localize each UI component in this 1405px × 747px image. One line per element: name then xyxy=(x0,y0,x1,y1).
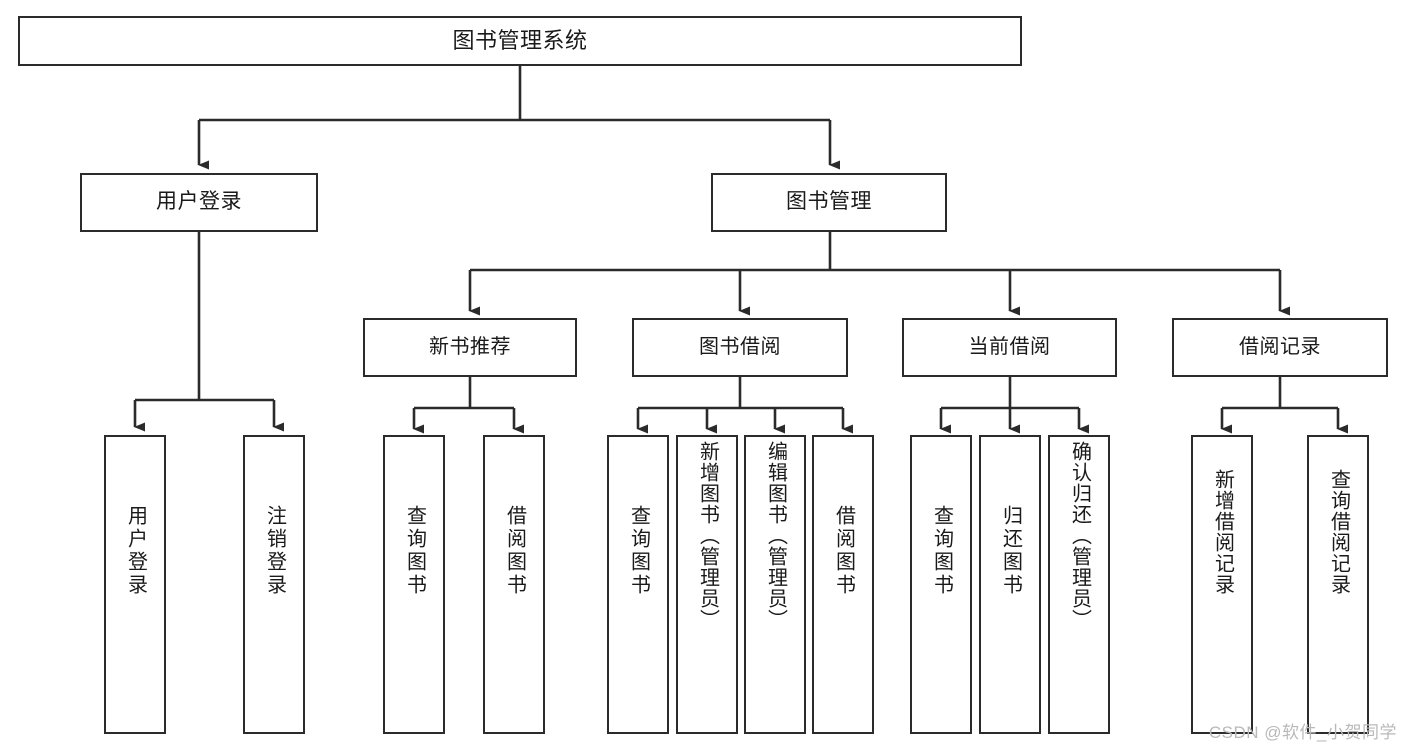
node-leaf-confirm-return-label: 确认归还（管理员） xyxy=(1068,441,1091,630)
node-leaf-query-book-2[interactable]: 查询图书 xyxy=(607,435,669,734)
node-leaf-borrow-book-2-label: 借阅图书 xyxy=(832,505,855,597)
csdn-watermark: CSDN @软件_小贺同学 xyxy=(1208,723,1397,742)
node-current-borrow-label: 当前借阅 xyxy=(968,335,1051,358)
node-leaf-add-book[interactable]: 新增图书（管理员） xyxy=(676,435,738,734)
node-leaf-borrow-book-2[interactable]: 借阅图书 xyxy=(812,435,874,734)
node-leaf-return-book-label: 归还图书 xyxy=(999,505,1022,597)
node-new-book-recommend-label: 新书推荐 xyxy=(429,335,511,358)
node-leaf-confirm-return[interactable]: 确认归还（管理员） xyxy=(1048,435,1110,734)
node-leaf-query-book-3[interactable]: 查询图书 xyxy=(910,435,972,734)
node-borrow-record[interactable]: 借阅记录 xyxy=(1172,318,1388,377)
node-leaf-query-book-3-label: 查询图书 xyxy=(930,505,953,597)
node-leaf-query-record-label: 查询借阅记录 xyxy=(1327,469,1350,595)
node-leaf-borrow-book-1[interactable]: 借阅图书 xyxy=(483,435,545,734)
node-leaf-query-record[interactable]: 查询借阅记录 xyxy=(1307,435,1369,734)
node-leaf-user-login-label: 用户登录 xyxy=(124,505,147,597)
node-leaf-logout-label: 注销登录 xyxy=(263,505,286,597)
node-leaf-edit-book[interactable]: 编辑图书（管理员） xyxy=(744,435,806,734)
node-leaf-add-record[interactable]: 新增借阅记录 xyxy=(1191,435,1253,734)
node-new-book-recommend[interactable]: 新书推荐 xyxy=(363,318,577,377)
node-book-management[interactable]: 图书管理 xyxy=(711,173,947,232)
node-leaf-logout[interactable]: 注销登录 xyxy=(243,435,305,734)
node-book-management-label: 图书管理 xyxy=(786,190,872,214)
node-leaf-borrow-book-1-label: 借阅图书 xyxy=(503,505,526,597)
node-leaf-query-book-2-label: 查询图书 xyxy=(627,505,650,597)
node-leaf-edit-book-label: 编辑图书（管理员） xyxy=(764,441,787,630)
node-leaf-query-book-1[interactable]: 查询图书 xyxy=(383,435,445,734)
node-leaf-return-book[interactable]: 归还图书 xyxy=(979,435,1041,734)
node-book-borrow[interactable]: 图书借阅 xyxy=(632,318,848,377)
node-leaf-add-book-label: 新增图书（管理员） xyxy=(696,441,719,630)
node-leaf-add-record-label: 新增借阅记录 xyxy=(1211,469,1234,595)
node-root-label: 图书管理系统 xyxy=(452,28,588,54)
node-user-login-label: 用户登录 xyxy=(156,190,242,214)
node-book-borrow-label: 图书借阅 xyxy=(699,335,781,358)
node-user-login[interactable]: 用户登录 xyxy=(80,173,318,232)
node-current-borrow[interactable]: 当前借阅 xyxy=(902,318,1117,377)
node-borrow-record-label: 借阅记录 xyxy=(1239,335,1321,358)
node-leaf-user-login[interactable]: 用户登录 xyxy=(104,435,166,734)
node-leaf-query-book-1-label: 查询图书 xyxy=(403,505,426,597)
node-root[interactable]: 图书管理系统 xyxy=(18,16,1022,66)
